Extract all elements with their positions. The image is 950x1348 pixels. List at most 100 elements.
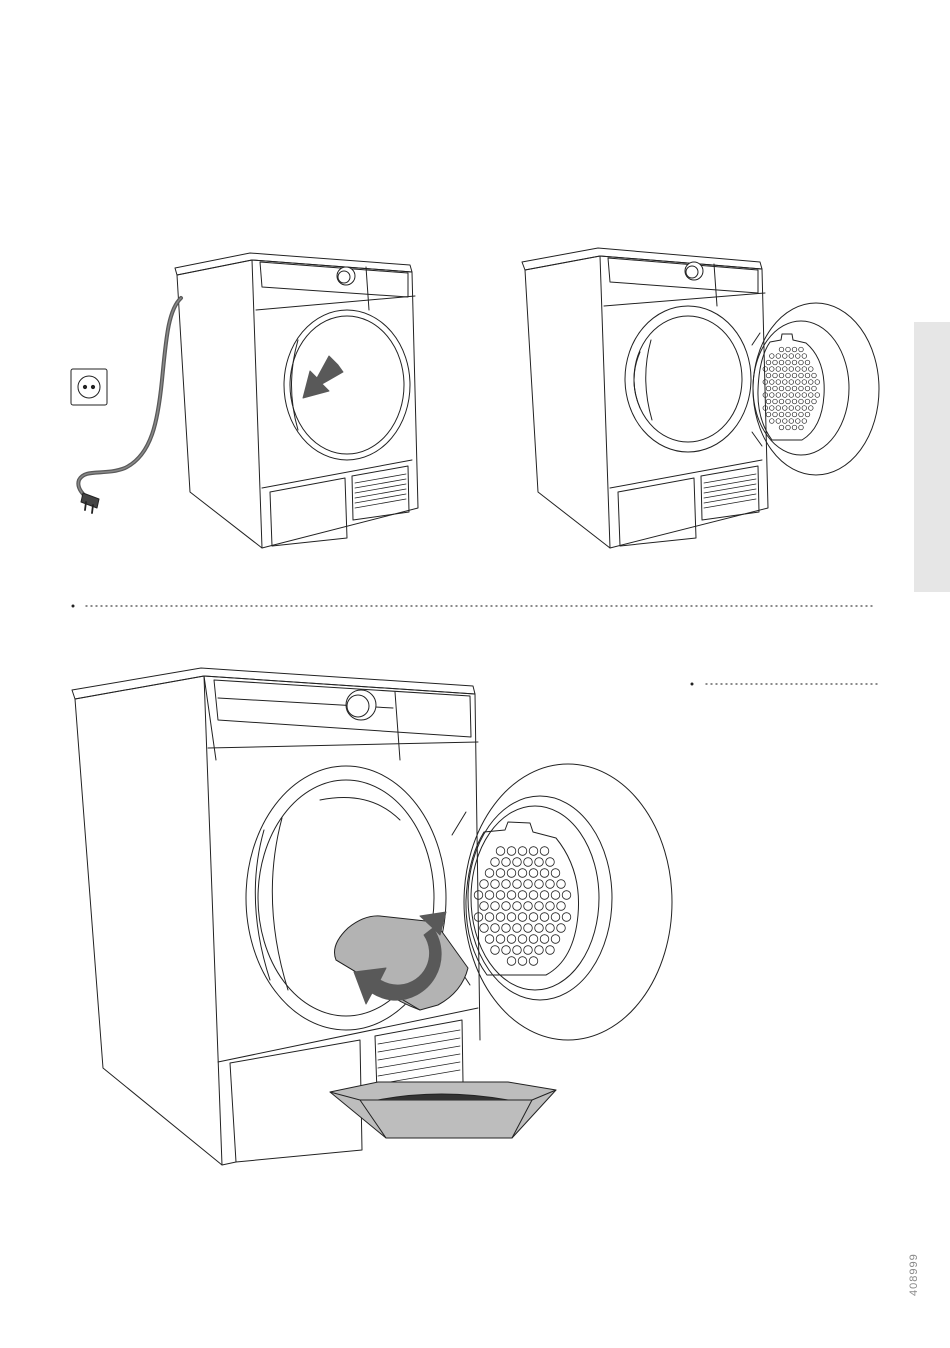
filter-hole bbox=[766, 360, 771, 365]
filter-hole bbox=[491, 902, 500, 911]
filter-hole bbox=[518, 957, 527, 966]
filter-hole bbox=[805, 386, 810, 391]
filter-hole bbox=[491, 880, 500, 889]
filter-hole bbox=[480, 880, 489, 889]
filter-hole bbox=[496, 935, 505, 944]
filter-hole bbox=[557, 924, 566, 933]
filter-hole bbox=[773, 373, 778, 378]
filter-hole bbox=[779, 399, 784, 404]
filter-hole bbox=[480, 902, 489, 911]
filter-hole bbox=[779, 347, 784, 352]
filter-hole bbox=[776, 393, 781, 398]
filter-hole bbox=[792, 386, 797, 391]
filter-hole bbox=[540, 891, 549, 900]
filter-hole bbox=[779, 412, 784, 417]
filter-hole bbox=[799, 425, 804, 430]
filter-hole bbox=[766, 399, 771, 404]
filter-hole bbox=[799, 360, 804, 365]
filter-hole bbox=[796, 380, 801, 385]
step-2-dryer bbox=[522, 248, 879, 548]
filter-hole bbox=[776, 367, 781, 372]
filter-hole bbox=[485, 913, 494, 922]
filter-hole bbox=[799, 386, 804, 391]
filter-hole bbox=[789, 419, 794, 424]
filter-hole bbox=[529, 891, 538, 900]
filter-hole bbox=[773, 360, 778, 365]
filter-hole bbox=[507, 957, 516, 966]
divider-dot bbox=[72, 605, 74, 607]
filter-hole bbox=[529, 935, 538, 944]
filter-hole bbox=[766, 412, 771, 417]
filter-hole bbox=[529, 847, 538, 856]
filter-hole bbox=[502, 880, 511, 889]
filter-hole bbox=[513, 858, 522, 867]
filter-hole bbox=[507, 891, 516, 900]
filter-hole bbox=[773, 399, 778, 404]
filter-hole bbox=[783, 393, 788, 398]
filter-hole bbox=[513, 880, 522, 889]
filter-hole bbox=[773, 386, 778, 391]
filter-hole bbox=[535, 924, 544, 933]
filter-hole bbox=[535, 902, 544, 911]
filter-hole bbox=[770, 406, 775, 411]
filter-hole bbox=[474, 891, 483, 900]
filter-hole bbox=[815, 393, 820, 398]
filter-hole bbox=[776, 380, 781, 385]
filter-hole bbox=[779, 360, 784, 365]
filter-hole bbox=[540, 913, 549, 922]
unplugged-plug-icon bbox=[81, 493, 99, 513]
filter-hole bbox=[518, 847, 527, 856]
filter-hole bbox=[789, 380, 794, 385]
filter-hole bbox=[524, 946, 533, 955]
filter-hole bbox=[779, 425, 784, 430]
filter-hole bbox=[789, 354, 794, 359]
lint-tray-icon bbox=[330, 1082, 556, 1138]
filter-hole bbox=[792, 360, 797, 365]
filter-hole bbox=[546, 902, 555, 911]
filter-hole bbox=[779, 373, 784, 378]
filter-hole bbox=[802, 393, 807, 398]
filter-hole bbox=[491, 924, 500, 933]
filter-hole bbox=[796, 367, 801, 372]
filter-hole bbox=[529, 913, 538, 922]
filter-hole bbox=[792, 425, 797, 430]
filter-hole bbox=[770, 419, 775, 424]
filter-hole bbox=[766, 373, 771, 378]
filter-hole bbox=[783, 419, 788, 424]
filter-hole bbox=[507, 935, 516, 944]
filter-hole bbox=[809, 393, 814, 398]
filter-hole bbox=[546, 924, 555, 933]
document-code: 408999 bbox=[908, 1253, 920, 1296]
filter-hole bbox=[496, 891, 505, 900]
filter-hole bbox=[518, 891, 527, 900]
filter-hole bbox=[786, 347, 791, 352]
filter-hole bbox=[799, 399, 804, 404]
filter-hole bbox=[770, 354, 775, 359]
rule-dot bbox=[691, 683, 693, 685]
filter-hole bbox=[546, 946, 555, 955]
filter-hole bbox=[789, 406, 794, 411]
filter-hole bbox=[783, 354, 788, 359]
filter-hole bbox=[812, 373, 817, 378]
step-1-dryer bbox=[78, 253, 418, 548]
filter-hole bbox=[812, 399, 817, 404]
filter-hole bbox=[551, 891, 560, 900]
filter-hole bbox=[540, 869, 549, 878]
filter-hole bbox=[799, 347, 804, 352]
filter-hole bbox=[524, 880, 533, 889]
filter-hole bbox=[779, 386, 784, 391]
filter-hole bbox=[812, 386, 817, 391]
filter-hole bbox=[557, 902, 566, 911]
filter-hole bbox=[773, 412, 778, 417]
filter-hole bbox=[783, 367, 788, 372]
filter-hole bbox=[507, 847, 516, 856]
filter-hole bbox=[524, 858, 533, 867]
filter-hole bbox=[491, 858, 500, 867]
filter-hole bbox=[763, 367, 768, 372]
filter-hole bbox=[783, 380, 788, 385]
filter-hole bbox=[796, 406, 801, 411]
filter-hole bbox=[562, 891, 571, 900]
filter-hole bbox=[766, 386, 771, 391]
filter-hole bbox=[546, 858, 555, 867]
filter-hole bbox=[799, 412, 804, 417]
